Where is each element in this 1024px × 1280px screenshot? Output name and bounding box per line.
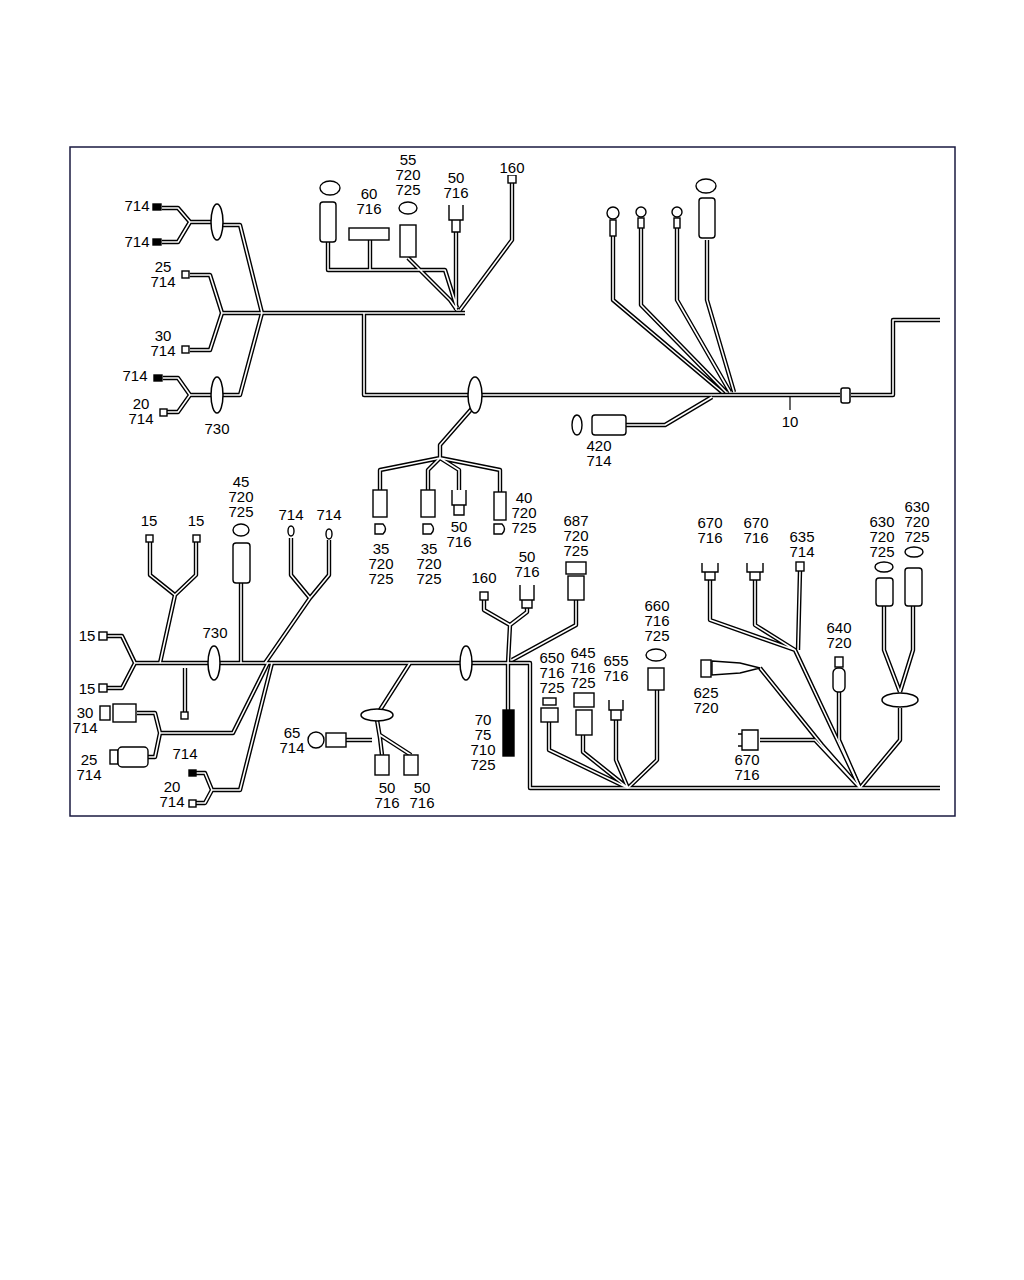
callout-number: 714 (315, 507, 342, 522)
callout-number: 10 (781, 414, 800, 429)
callout-number: 35 720 725 (415, 541, 442, 586)
callout-number: 670 716 (733, 752, 760, 782)
callout-number: 20 714 (127, 396, 154, 426)
callout-number: 50 716 (513, 549, 540, 579)
callout-number: 714 (277, 507, 304, 522)
cable-core (107, 183, 940, 803)
callout-number: 670 716 (696, 515, 723, 545)
callout-number: 160 (498, 160, 525, 175)
callout-number: 65 714 (278, 725, 305, 755)
callout-number: 660 716 725 (643, 598, 670, 643)
callout-number: 714 (123, 198, 150, 213)
callout-number: 50 716 (373, 780, 400, 810)
callout-number: 635 714 (788, 529, 815, 559)
callout-number: 714 (121, 368, 148, 383)
callout-number: 35 720 725 (367, 541, 394, 586)
callout-number: 50 716 (445, 519, 472, 549)
frame (70, 147, 955, 816)
callout-number: 630 720 725 (903, 499, 930, 544)
callout-number: 630 720 725 (868, 514, 895, 559)
callout-number: 60 716 (355, 186, 382, 216)
callout-number: 15 (140, 513, 159, 528)
callout-number: 45 720 725 (227, 474, 254, 519)
callout-number: 55 720 725 (394, 152, 421, 197)
callout-number: 50 716 (442, 170, 469, 200)
callout-number: 420 714 (585, 438, 612, 468)
callout-number: 15 (78, 628, 97, 643)
callout-number: 15 (78, 681, 97, 696)
callout-number: 50 716 (408, 780, 435, 810)
grommets (208, 204, 918, 721)
cable-outline (107, 183, 940, 803)
leader-line (789, 397, 790, 410)
callout-number: 20 714 (158, 779, 185, 809)
callout-number: 30 714 (71, 705, 98, 735)
callout-number: 714 (171, 746, 198, 761)
callout-number: 714 (123, 234, 150, 249)
callout-number: 15 (187, 513, 206, 528)
callout-number: 670 716 (742, 515, 769, 545)
callout-number: 655 716 (602, 653, 629, 683)
callout-number: 25 714 (75, 752, 102, 782)
callout-number: 650 716 725 (538, 650, 565, 695)
connectors (99, 175, 923, 807)
callout-number: 40 720 725 (510, 490, 537, 535)
callout-number: 645 716 725 (569, 645, 596, 690)
callout-number: 160 (470, 570, 497, 585)
callout-number: 730 (201, 625, 228, 640)
callout-number: 25 714 (149, 259, 176, 289)
callout-number: 687 720 725 (562, 513, 589, 558)
callout-number: 730 (203, 421, 230, 436)
callout-number: 70 75 710 725 (469, 712, 496, 772)
callout-number: 30 714 (149, 328, 176, 358)
callout-number: 640 720 (825, 620, 852, 650)
callout-number: 625 720 (692, 685, 719, 715)
